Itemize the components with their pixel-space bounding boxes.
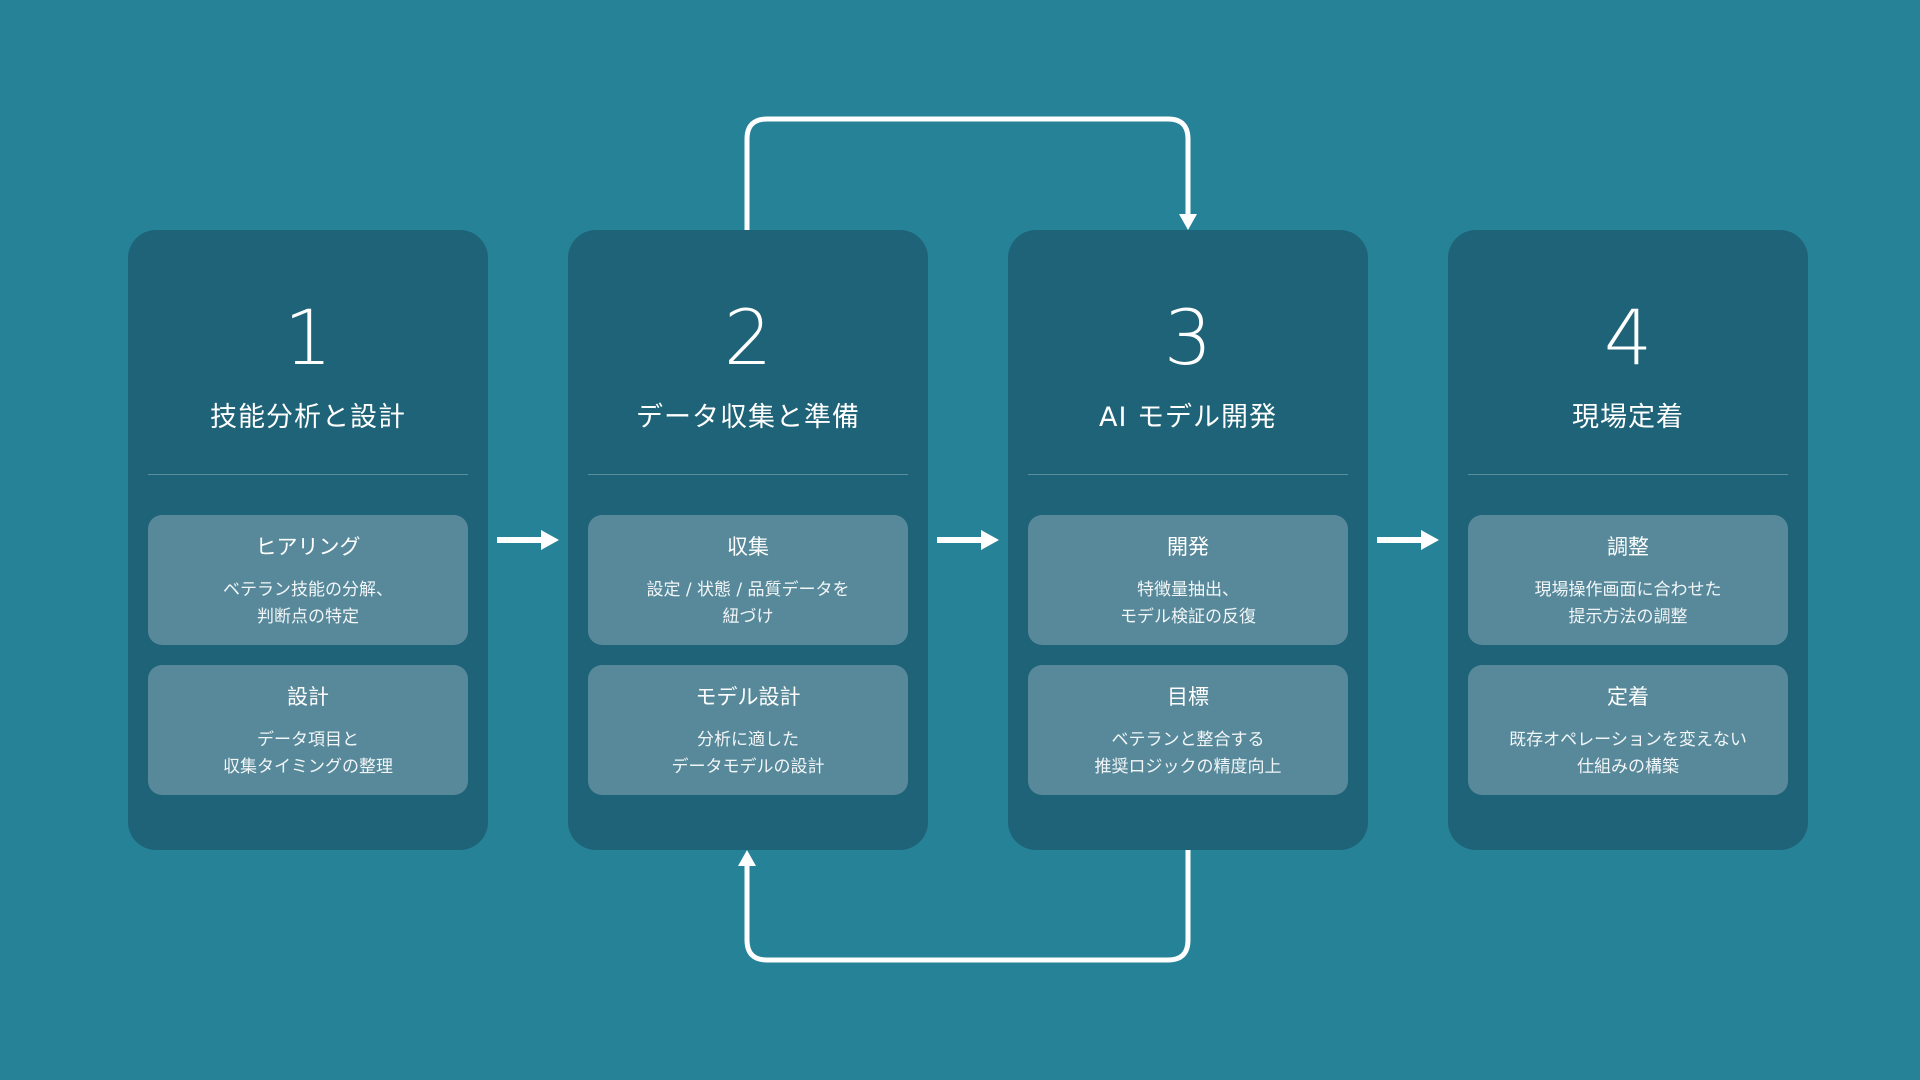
detail-title: 設計: [287, 685, 329, 709]
step-card-3: 3 AI モデル開発 開発 特徴量抽出、 モデル検証の反復 目標 ベテランと整合…: [1008, 230, 1368, 850]
step-title: AI モデル開発: [1098, 402, 1277, 433]
detail-title: ヒアリング: [255, 535, 361, 559]
step-detail-box: ヒアリング ベテラン技能の分解、 判断点の特定: [148, 515, 468, 645]
detail-line: 紐づけ: [722, 607, 774, 627]
detail-line: 分析に適した: [697, 730, 799, 750]
detail-line: 仕組みの構築: [1577, 757, 1679, 777]
detail-description: 分析に適した データモデルの設計: [598, 727, 898, 781]
step-number: 4: [1603, 293, 1653, 382]
detail-line: 提示方法の調整: [1568, 607, 1688, 627]
detail-description: 既存オペレーションを変えない 仕組みの構築: [1478, 727, 1778, 781]
step-detail-box: 調整 現場操作画面に合わせた 提示方法の調整: [1468, 515, 1788, 645]
step-detail-box: 定着 既存オペレーションを変えない 仕組みの構築: [1468, 665, 1788, 795]
top-loop-connector: [744, 116, 1191, 230]
detail-description: 特徴量抽出、 モデル検証の反復: [1038, 577, 1338, 631]
detail-line: 既存オペレーションを変えない: [1509, 730, 1747, 750]
step-card-2: 2 データ収集と準備 収集 設定 / 状態 / 品質データを 紐づけ モデル設計…: [568, 230, 928, 850]
detail-description: データ項目と 収集タイミングの整理: [158, 727, 458, 781]
step-detail-box: 目標 ベテランと整合する 推奨ロジックの精度向上: [1028, 665, 1348, 795]
bottom-loop-arrowhead: [738, 850, 756, 866]
step-card-1: 1 技能分析と設計 ヒアリング ベテラン技能の分解、 判断点の特定 設計 データ…: [128, 230, 488, 850]
right-arrow-icon: [1377, 530, 1439, 550]
detail-line: 現場操作画面に合わせた: [1534, 580, 1722, 600]
card-divider: [148, 474, 468, 475]
detail-line: ベテランと整合する: [1111, 730, 1265, 750]
detail-line: データ項目と: [257, 730, 359, 750]
detail-line: 推奨ロジックの精度向上: [1094, 757, 1282, 777]
card-divider: [588, 474, 908, 475]
step-number: 3: [1163, 293, 1213, 382]
detail-title: モデル設計: [695, 685, 801, 709]
step-title: 現場定着: [1572, 402, 1684, 433]
detail-title: 目標: [1167, 685, 1209, 709]
detail-line: ベテラン技能の分解、: [223, 580, 393, 600]
detail-line: 設定 / 状態 / 品質データを: [646, 580, 850, 600]
detail-line: 判断点の特定: [257, 607, 359, 627]
detail-title: 調整: [1607, 535, 1649, 559]
right-arrow-icon: [937, 530, 999, 550]
step-detail-box: 収集 設定 / 状態 / 品質データを 紐づけ: [588, 515, 908, 645]
detail-line: 収集タイミングの整理: [223, 757, 393, 777]
detail-description: ベテランと整合する 推奨ロジックの精度向上: [1038, 727, 1338, 781]
right-arrow-icon: [497, 530, 559, 550]
step-number: 1: [283, 293, 333, 382]
card-divider: [1028, 474, 1348, 475]
step-detail-box: 設計 データ項目と 収集タイミングの整理: [148, 665, 468, 795]
step-number: 2: [723, 293, 773, 382]
detail-description: ベテラン技能の分解、 判断点の特定: [158, 577, 458, 631]
detail-title: 定着: [1607, 685, 1649, 709]
detail-description: 設定 / 状態 / 品質データを 紐づけ: [598, 577, 898, 631]
detail-title: 開発: [1167, 535, 1209, 559]
detail-line: データモデルの設計: [671, 757, 825, 777]
step-title: 技能分析と設計: [210, 402, 406, 433]
bottom-loop-connector: [744, 850, 1191, 963]
top-loop-arrowhead: [1179, 214, 1197, 230]
step-card-4: 4 現場定着 調整 現場操作画面に合わせた 提示方法の調整 定着 既存オペレーシ…: [1448, 230, 1808, 850]
detail-line: 特徴量抽出、: [1137, 580, 1239, 600]
step-detail-box: 開発 特徴量抽出、 モデル検証の反復: [1028, 515, 1348, 645]
detail-title: 収集: [727, 535, 769, 559]
detail-description: 現場操作画面に合わせた 提示方法の調整: [1478, 577, 1778, 631]
detail-line: モデル検証の反復: [1120, 607, 1256, 627]
step-detail-box: モデル設計 分析に適した データモデルの設計: [588, 665, 908, 795]
step-title: データ収集と準備: [636, 402, 860, 433]
card-divider: [1468, 474, 1788, 475]
